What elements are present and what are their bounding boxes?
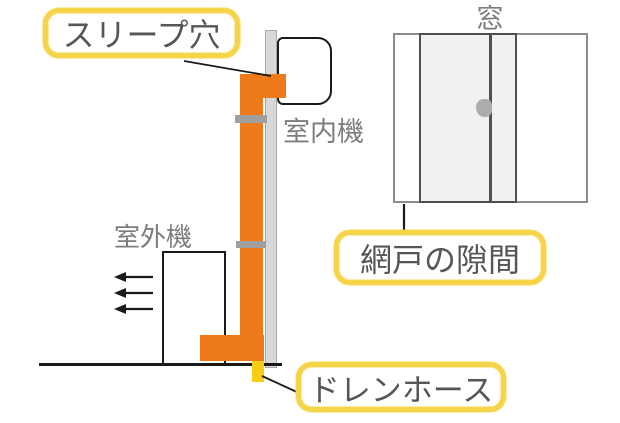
indoor-unit-label: 室内機 <box>283 117 364 148</box>
screen-gap-callout-label: 網戸の隙間 <box>359 240 520 279</box>
window-sash <box>419 33 517 203</box>
window-sash-divider <box>489 34 492 202</box>
refrigerant-pipe-horizontal <box>200 335 264 361</box>
pipe-clamp-lower <box>236 241 266 248</box>
window-lock-icon <box>476 99 492 117</box>
sleeve-hole-callout: スリープ穴 <box>43 8 240 58</box>
drain-hose-callout-label: ドレンホース <box>308 372 494 409</box>
sleeve-hole-pipe-section <box>240 74 286 98</box>
pipe-clamp-upper <box>235 115 267 123</box>
airflow-arrow <box>114 272 153 282</box>
indoor-unit <box>277 37 332 105</box>
outdoor-unit-label: 室外機 <box>114 223 193 253</box>
drain-hose-end <box>252 361 264 382</box>
window-label: 窓 <box>476 4 504 35</box>
airflow-arrow <box>114 304 153 314</box>
wall <box>265 30 277 368</box>
leader-line-drain-hose <box>261 375 300 394</box>
refrigerant-pipe-vertical <box>240 74 263 361</box>
screen-gap-callout: 網戸の隙間 <box>334 230 546 285</box>
drain-hose-callout: ドレンホース <box>296 362 506 412</box>
ground-line <box>39 363 282 366</box>
sleeve-hole-callout-label: スリープ穴 <box>62 16 221 54</box>
airflow-arrow <box>114 288 153 298</box>
